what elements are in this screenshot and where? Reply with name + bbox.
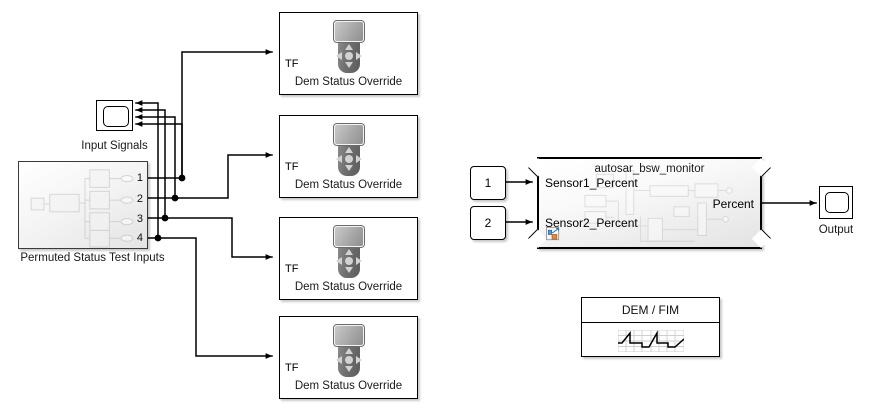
block-output-scope[interactable] <box>819 186 853 219</box>
model-reference-badge-icon <box>546 227 560 241</box>
outport-number-1: 1 <box>136 172 143 184</box>
block-dem-status-override-1[interactable]: TF Dem Status Override <box>279 12 418 95</box>
label-dem-status-override-1: Dem Status Override <box>294 76 403 88</box>
block-inport-1[interactable]: 1 <box>470 166 506 200</box>
label-dem-status-override-4: Dem Status Override <box>294 380 403 392</box>
model-preview-graphic <box>584 170 733 242</box>
sawtooth-waveform-icon <box>617 330 684 352</box>
block-permuted-status-test-inputs[interactable]: 1 2 3 4 <box>18 161 148 249</box>
outport-number-4: 4 <box>136 232 143 244</box>
block-inport-2[interactable]: 2 <box>470 206 506 240</box>
block-dem-fim[interactable]: DEM / FIM <box>581 297 720 357</box>
junction-dot-port4 <box>154 234 162 242</box>
block-dem-status-override-3[interactable]: TF Dem Status Override <box>279 217 418 300</box>
remote-control-icon <box>332 226 366 278</box>
inport-1-label: 1 <box>484 176 492 190</box>
signal-junction-dots <box>154 174 186 242</box>
junction-dot-port2 <box>171 194 179 202</box>
outport-number-2: 2 <box>136 193 143 205</box>
remote-control-icon <box>332 325 366 377</box>
subsystem-preview-graphic <box>30 169 134 248</box>
input-signal-label-sensor1: Sensor1_Percent <box>545 176 638 190</box>
port-label-tf-2: TF <box>285 161 299 173</box>
dem-fim-title: DEM / FIM <box>582 298 719 323</box>
label-input-signals: Input Signals <box>81 140 148 152</box>
outport-number-3: 3 <box>136 213 143 225</box>
port-label-tf-4: TF <box>285 362 299 374</box>
port-label-tf-1: TF <box>285 58 299 70</box>
label-dem-status-override-2: Dem Status Override <box>294 179 403 191</box>
input-signal-label-sensor2: Sensor2_Percent <box>545 216 638 230</box>
junction-dot-port3 <box>161 214 169 222</box>
block-input-signals-scope[interactable] <box>96 100 133 131</box>
remote-control-icon <box>332 21 366 73</box>
remote-control-icon <box>332 124 366 176</box>
wire-port2-to-dem2 <box>174 152 273 199</box>
inport-2-label: 2 <box>484 216 492 230</box>
scope-screen <box>825 192 849 213</box>
wire-port1-to-dem1 <box>181 49 273 179</box>
label-dem-status-override-3: Dem Status Override <box>294 281 403 293</box>
scope-screen <box>103 106 129 127</box>
model-reference-title: autosar_bsw_monitor <box>594 163 705 175</box>
output-signal-label-percent: Percent <box>712 197 754 211</box>
block-autosar-bsw-monitor[interactable]: autosar_bsw_monitor Sensor1_Percent Sens… <box>528 157 771 249</box>
junction-dot-port1 <box>178 174 186 182</box>
label-output: Output <box>818 224 854 236</box>
label-permuted-status-test-inputs: Permuted Status Test Inputs <box>20 252 165 264</box>
block-dem-status-override-4[interactable]: TF Dem Status Override <box>279 316 418 399</box>
port-label-tf-3: TF <box>285 263 299 275</box>
block-dem-status-override-2[interactable]: TF Dem Status Override <box>279 115 418 198</box>
